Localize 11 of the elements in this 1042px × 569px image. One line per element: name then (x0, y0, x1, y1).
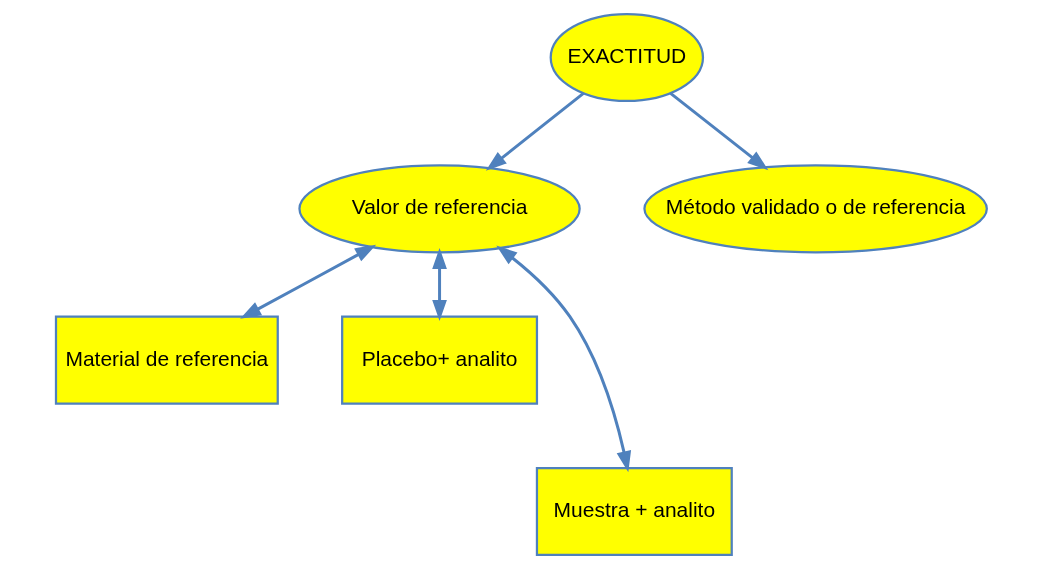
arrow (431, 247, 447, 321)
arrow (239, 244, 376, 319)
node-ellipse: Método validado o de referencia (642, 164, 988, 254)
arrow (495, 245, 631, 473)
node-ellipse: EXACTITUD (549, 12, 704, 103)
arrow (669, 92, 768, 171)
arrow (485, 92, 584, 171)
node-box: Muestra + analito (535, 466, 733, 557)
node-ellipse: Valor de referencia (297, 164, 581, 254)
node-box: Material de referencia (54, 315, 279, 405)
node-box: Placebo+ analito (340, 315, 538, 405)
